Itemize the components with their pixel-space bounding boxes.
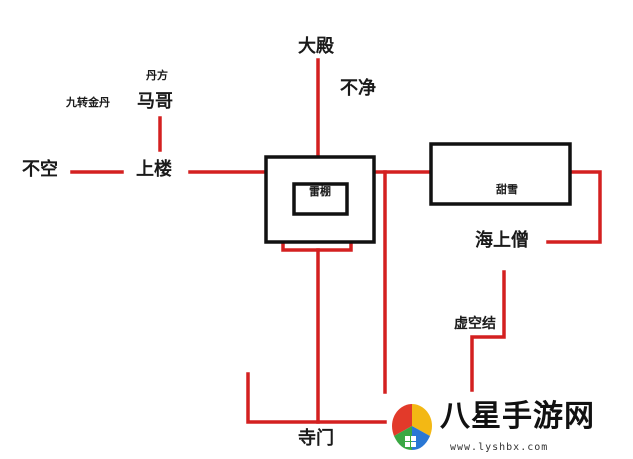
line-haishangseng (546, 170, 602, 244)
label-haishangseng: 海上僧 (475, 230, 529, 251)
label-dadian: 大殿 (298, 36, 334, 57)
label-xukongjie: 虚空结 (454, 316, 496, 332)
connector-lines (70, 58, 602, 424)
line-bottom (246, 372, 387, 424)
building-boxes (264, 142, 572, 244)
tianxue-box (429, 142, 572, 206)
label-mage: 马哥 (137, 91, 173, 112)
logo-icon (392, 404, 432, 450)
label-simen: 寺门 (298, 428, 334, 449)
leipeng-box (292, 182, 349, 216)
label-jiuzhuan-jindan: 九转金丹 (66, 96, 110, 109)
watermark-url: www.lyshbx.com (450, 442, 549, 453)
label-leipeng: 雷棚 (309, 185, 331, 198)
line-xukongjie (470, 270, 506, 392)
label-shanglou: 上楼 (136, 159, 172, 180)
watermark: 八星手游网 www.lyshbx.com (384, 398, 630, 459)
label-tianxue: 甜雪 (496, 183, 518, 196)
label-bukong: 不空 (22, 159, 58, 180)
label-bujing: 不净 (340, 78, 376, 99)
label-danfang: 丹方 (146, 69, 168, 82)
watermark-text: 八星手游网 (440, 399, 595, 434)
